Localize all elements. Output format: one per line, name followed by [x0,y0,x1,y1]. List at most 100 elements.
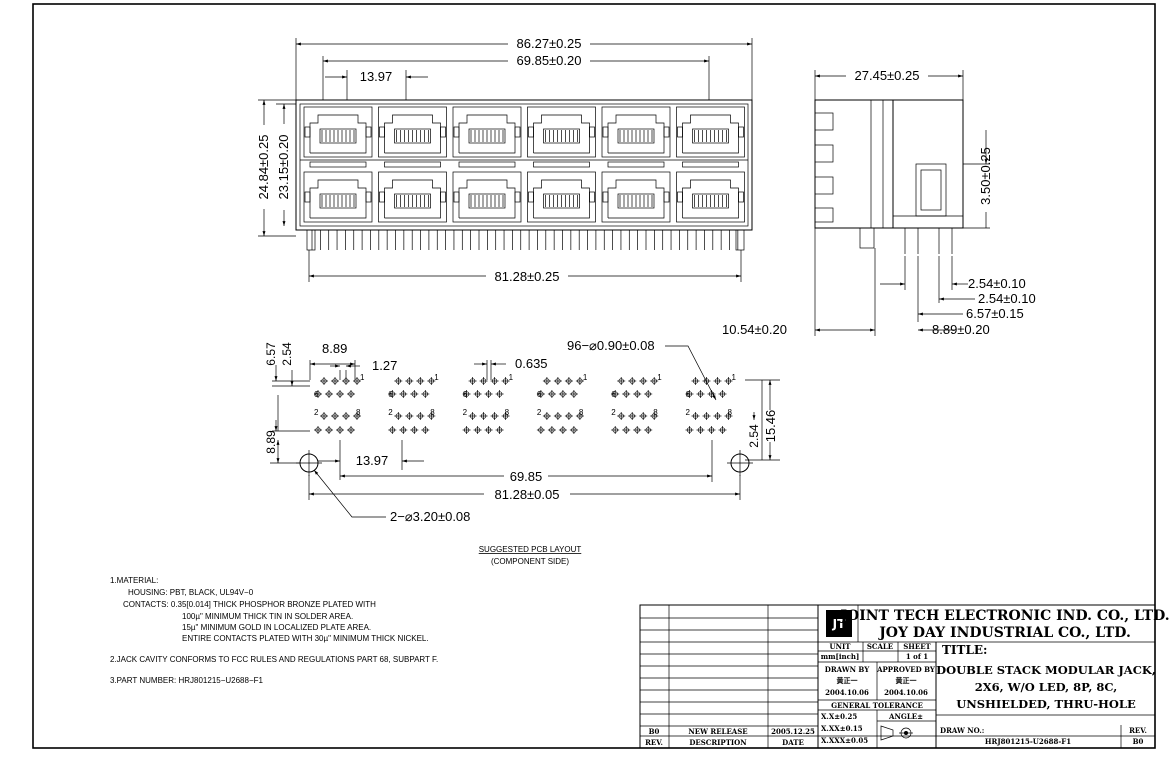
dim-pcb-pitch-small: 1.27 [372,358,397,373]
dim-pcb-v2: 2.54 [280,342,294,366]
pcb-hole-group: 1 2 6 8 [388,373,439,434]
drawing-title-2: 2X6, W/O LED, 8P, 8C, [975,680,1118,694]
note-material: 1.MATERIAL: [110,576,158,585]
dim-depth: 27.45±0.25 [855,68,920,83]
angle-label: ANGLE± [888,712,923,721]
unit-label: UNIT [830,642,852,651]
rev-label: REV. [1129,726,1147,735]
sheet-value: 1 of 1 [906,652,928,661]
tolerance-3: X.XXX±0.05 [821,736,868,745]
pcb-hole-group: 1 2 6 8 [536,373,588,434]
draw-no: HRJ801215-U2688-F1 [985,737,1071,746]
pin-label-8: 8 [505,408,510,417]
sheet-border [32,3,1156,749]
title-block: JT JOINT TECH ELECTRONIC IND. CO., LTD. … [639,604,1170,749]
logo-text: JT [832,617,846,631]
pin-label-2: 2 [537,408,542,417]
pin-label-2: 2 [314,408,319,417]
dim-pcb-v1: 6.57 [264,342,278,366]
dim-row-offset: 6.57±0.15 [966,306,1024,321]
pin-label-6: 6 [537,390,542,399]
pin-label-6: 6 [388,390,393,399]
dim-pcb-height: 15.46 [763,410,778,443]
rev-row-desc: NEW RELEASE [688,727,747,736]
pin-label-2: 2 [388,408,393,417]
dim-housing-height: 23.15±0.20 [276,135,291,200]
jack-port [601,171,671,223]
note-3: 3.PART NUMBER: HRJ801215−U2688−F1 [110,676,264,685]
company-name-2: JOY DAY INDUSTRIAL CO., LTD. [877,625,1131,641]
dim-pcb-port-pitch: 13.97 [356,453,389,468]
unit-value: mm[inch] [821,652,860,661]
drawing-title-1: DOUBLE STACK MODULAR JACK, [936,663,1156,677]
drawing-title-3: UNSHIELDED, THRU-HOLE [956,697,1136,711]
dim-port-span: 69.85±0.20 [517,53,582,68]
note-contacts-1: 100µ" MINIMUM THICK TIN IN SOLDER AREA. [182,612,353,621]
jack-port [303,106,373,158]
note-contacts-2: 15µ" MINIMUM GOLD IN LOCALIZED PLATE ARE… [182,623,371,632]
jack-port [527,106,596,158]
approved-by: 黄正一 [896,676,917,685]
description-header: DESCRIPTION [689,738,747,747]
pin-label-1: 1 [434,373,439,382]
peg-right [735,229,745,251]
dim-pitch-b: 2.54±0.10 [978,291,1036,306]
front-view: 86.27±0.25 69.85±0.20 13.97 24.84±0.25 2… [256,35,753,284]
jack-port [378,106,447,158]
dim-pcb-half-pitch: 0.635 [515,356,548,371]
pin-label-1: 1 [732,373,737,382]
pin-label-6: 6 [611,390,616,399]
led-strip [384,161,441,168]
jack-port [527,171,596,223]
dim-pitch-a: 2.54±0.10 [968,276,1026,291]
pin-label-2: 2 [611,408,616,417]
dim-pin-span: 81.28±0.25 [495,269,560,284]
rev-row-rev: B0 [649,727,660,736]
note-2: 2.JACK CAVITY CONFORMS TO FCC RULES AND … [110,655,438,664]
tolerance-1: X.X±0.25 [821,712,857,721]
jack-port [452,171,522,223]
side-view: 27.45±0.25 3.50±0.25 2.54±0.10 2.54±0.10… [722,67,1036,337]
pin-label-1: 1 [657,373,662,382]
jack-port [378,171,447,223]
projection-icon [880,725,913,741]
dim-standoff: 3.50±0.25 [978,147,993,205]
dim-mount-holes: 2−⌀3.20±0.08 [390,509,470,524]
pcb-layout-subtitle: (COMPONENT SIDE) [491,557,569,566]
led-strip [458,161,516,168]
dim-pcb-v4: 8.89 [264,430,278,454]
pin-label-6: 6 [463,390,468,399]
pcb-hole-group: 1 2 6 8 [611,373,662,434]
pin-label-8: 8 [430,408,435,417]
led-strip [607,161,665,168]
tolerance-label: GENERAL TOLERANCE [831,701,923,710]
scale-label: SCALE [867,642,893,651]
draw-no-label: DRAW NO.: [940,726,984,735]
jack-port [452,106,522,158]
pin-label-8: 8 [579,408,584,417]
company-name-1: JOINT TECH ELECTRONIC IND. CO., LTD. [838,608,1169,624]
date-header: DATE [782,738,804,747]
dim-pcb-overall: 81.28±0.05 [495,487,560,502]
led-strip [309,161,367,168]
pin-label-6: 6 [314,390,319,399]
dim-pcb-holes: 96−⌀0.90±0.08 [567,338,655,353]
tolerance-2: X.XX±0.15 [821,724,863,733]
sheet-label: SHEET [903,642,931,651]
led-strip [533,161,590,168]
approved-by-label: APPROVED BY [876,665,936,674]
note-housing: HOUSING: PBT, BLACK, UL94V−0 [128,588,254,597]
pin-label-8: 8 [653,408,658,417]
dim-left-offset: 10.54±0.20 [722,322,787,337]
company-logo [826,610,852,637]
pin-label-8: 8 [356,408,361,417]
drawn-by-label: DRAWN BY [825,665,870,674]
front-pins [306,229,745,251]
pin-label-1: 1 [583,373,588,382]
dim-pcb-v3: 2.54 [747,424,761,448]
